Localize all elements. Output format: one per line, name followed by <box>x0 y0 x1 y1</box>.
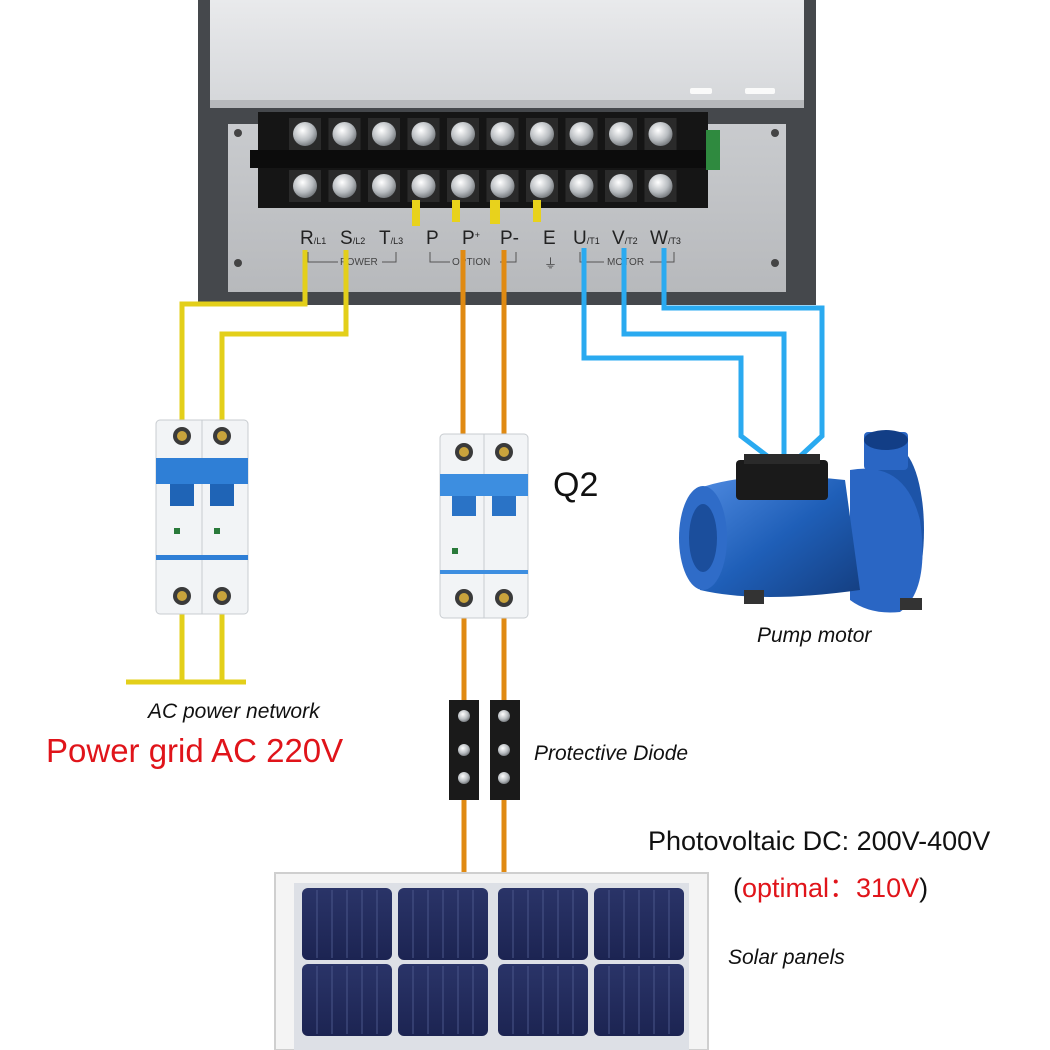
terminal-screw <box>530 122 554 146</box>
terminal-screw <box>451 174 475 198</box>
connector-tags <box>412 200 541 226</box>
pv-optimal-close: ) <box>919 873 929 903</box>
terminal-screw <box>648 174 673 198</box>
motor-wires <box>581 248 825 464</box>
svg-text:S/L2: S/L2 <box>340 228 365 249</box>
terminal-p-plus-label: P <box>462 228 475 249</box>
terminal-screw <box>451 122 475 146</box>
dc-breaker-q2 <box>439 433 529 619</box>
protective-diode-label: Protective Diode <box>534 742 689 765</box>
terminal-screw <box>648 122 673 146</box>
svg-text:W/T3: W/T3 <box>650 228 681 249</box>
power-group-label: POWER <box>340 257 378 268</box>
protective-diode <box>449 700 520 800</box>
terminal-e-label: E <box>543 228 556 249</box>
terminal-screw <box>372 174 396 198</box>
breaker-q2-label: Q2 <box>553 466 599 504</box>
svg-text:V/T2: V/T2 <box>612 228 638 249</box>
terminal-screw <box>530 174 554 198</box>
ac-breaker <box>155 419 249 615</box>
photovoltaic-label: Photovoltaic DC: 200V-400V <box>648 826 991 856</box>
solar-cells <box>302 888 684 1036</box>
terminal-r-label: R <box>300 228 314 249</box>
terminal-screw <box>411 174 436 198</box>
terminal-p-label: P <box>426 228 439 249</box>
svg-text:R/L1: R/L1 <box>300 228 326 249</box>
terminal-v-label: V <box>612 228 625 249</box>
terminal-screw <box>293 122 317 146</box>
terminal-screw <box>332 122 357 146</box>
pv-optimal-voltage: (optimal：310V) <box>733 866 928 905</box>
terminal-screw <box>569 122 594 146</box>
terminal-screw <box>490 122 515 146</box>
terminal-screw <box>293 174 317 198</box>
terminal-screw <box>332 174 357 198</box>
power-grid-label: Power grid AC 220V <box>46 732 344 769</box>
svg-text:U/T1: U/T1 <box>573 228 600 249</box>
pump-motor-label: Pump motor <box>757 624 872 647</box>
terminal-screw <box>609 174 633 198</box>
pv-optimal-open: ( <box>733 873 742 903</box>
terminal-screw <box>411 122 436 146</box>
terminal-s-label: S <box>340 228 353 249</box>
terminal-t-label: T <box>379 228 391 249</box>
ground-symbol: ⏚ <box>544 256 557 271</box>
terminal-screws <box>289 118 677 202</box>
terminal-screw <box>569 174 594 198</box>
terminal-w-label: W <box>650 228 668 249</box>
svg-text:T/L3: T/L3 <box>379 228 403 249</box>
solar-panels-label: Solar panels <box>728 946 845 969</box>
terminal-screw <box>490 174 515 198</box>
pv-optimal-text: optimal：310V <box>742 873 920 903</box>
option-group-label: OPTION <box>452 257 490 268</box>
terminal-p-minus-label: P- <box>500 228 519 249</box>
terminal-screw <box>609 122 633 146</box>
terminal-u-label: U <box>573 228 587 249</box>
terminal-screw <box>372 122 396 146</box>
svg-text:P+: P+ <box>462 228 480 249</box>
pump-motor <box>679 430 924 613</box>
ac-network-label: AC power network <box>148 700 320 723</box>
